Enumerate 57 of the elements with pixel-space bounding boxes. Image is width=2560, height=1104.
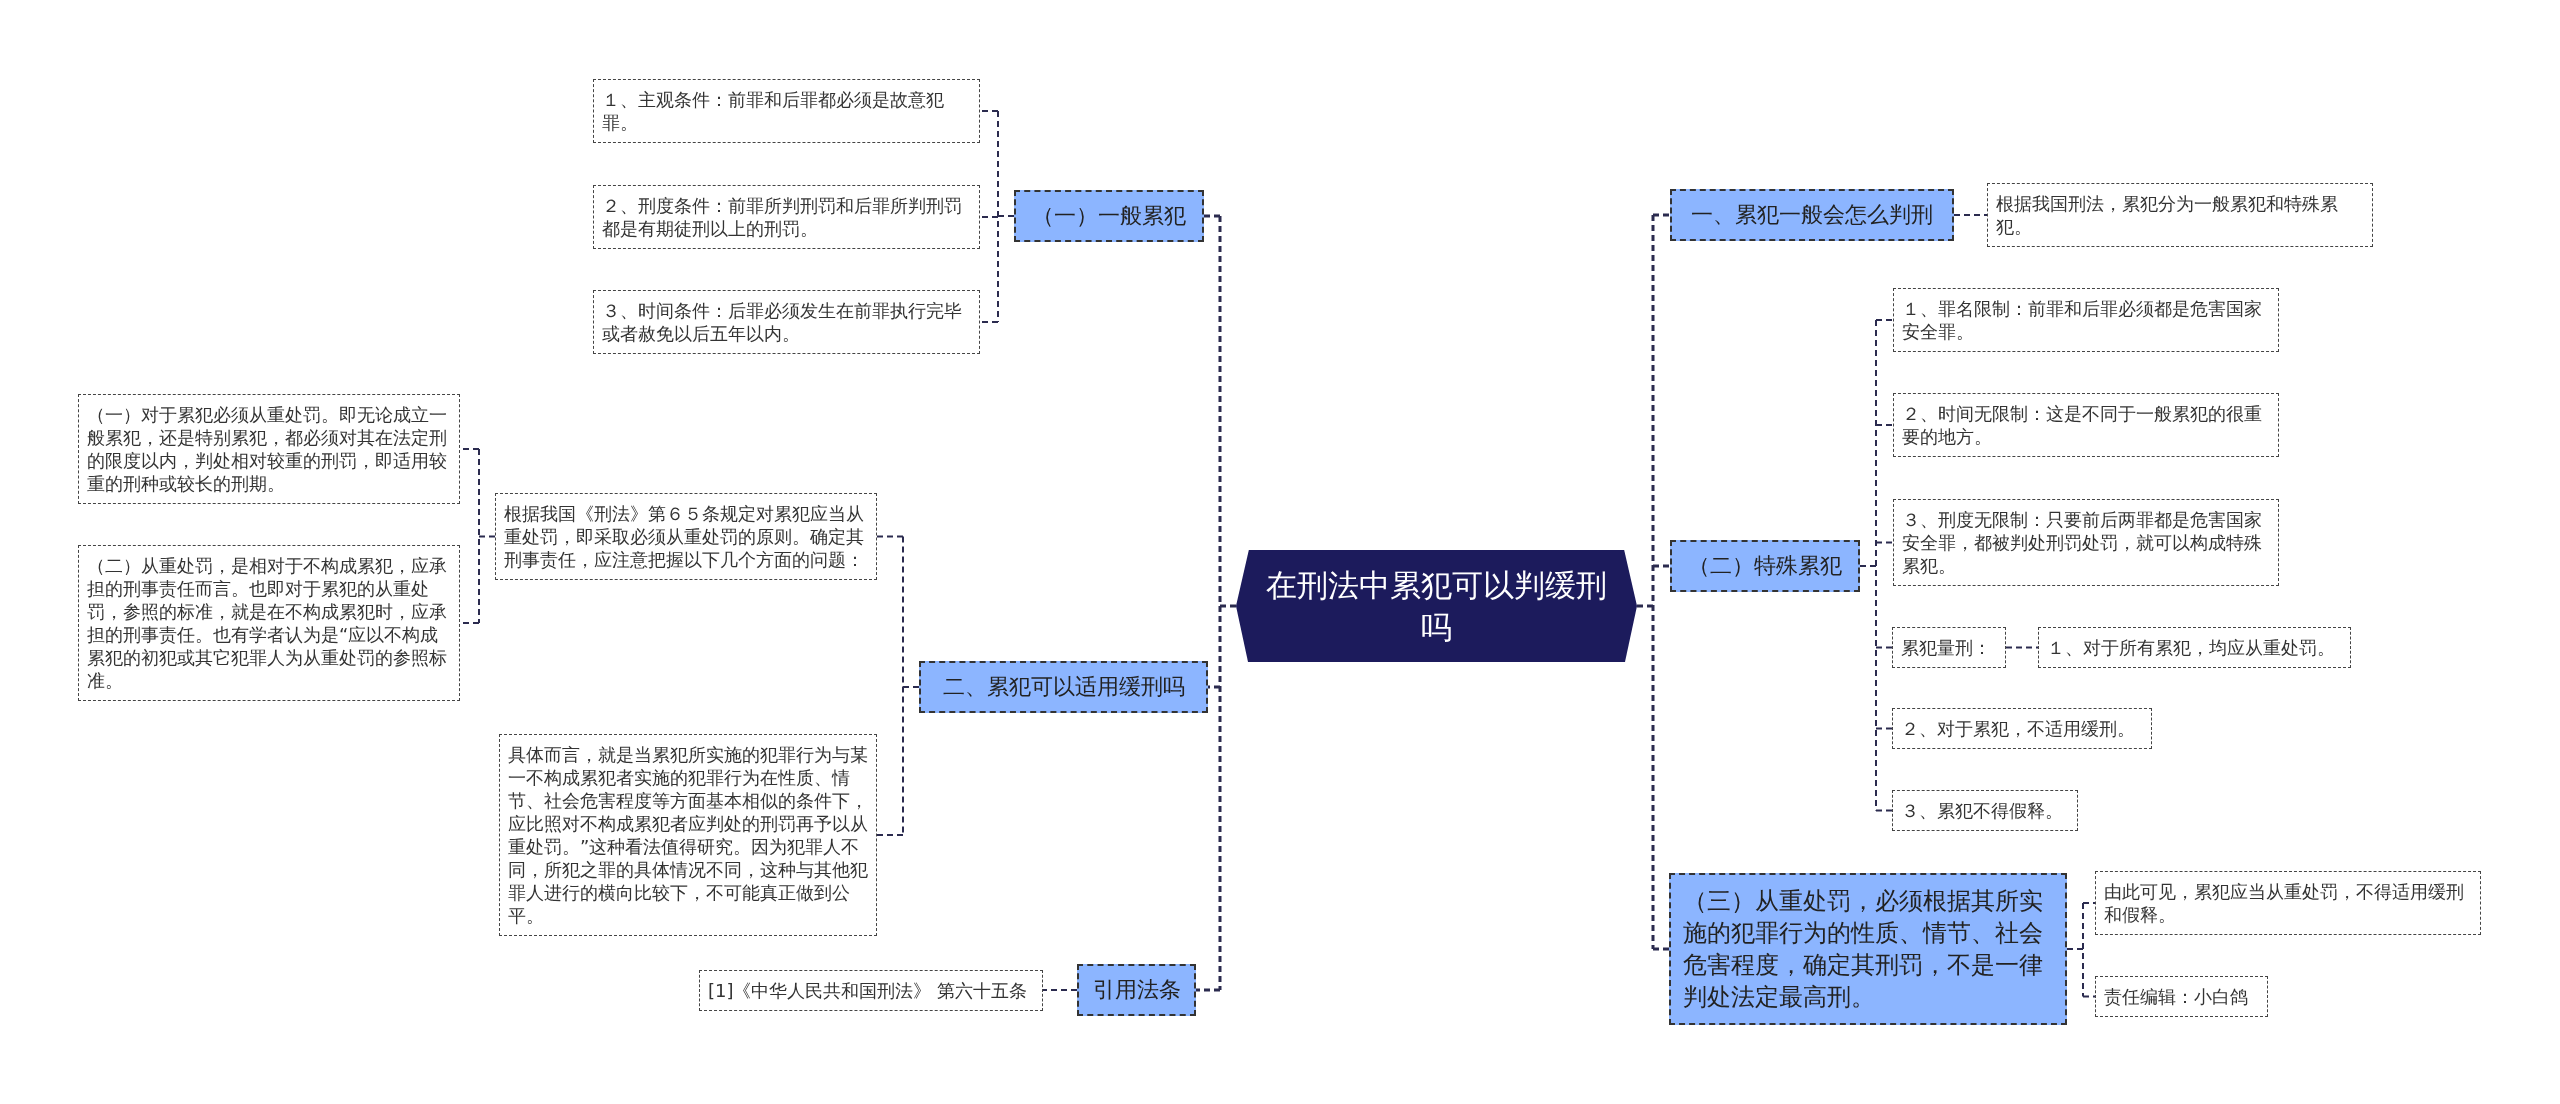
branch-topic-text: （一）一般累犯 bbox=[1032, 202, 1186, 230]
note-text: 累犯量刑： bbox=[1901, 636, 1991, 659]
connector-line bbox=[876, 535, 920, 836]
note-box bbox=[2095, 871, 2481, 935]
branch-topic bbox=[1077, 964, 1196, 1016]
note-box bbox=[593, 79, 980, 143]
branch-topic-text: （二）特殊累犯 bbox=[1688, 552, 1842, 580]
connector-line bbox=[1635, 213, 1672, 951]
note-text: １、罪名限制：前罪和后罪必须都是危害国家安全罪。 bbox=[1902, 297, 2263, 343]
branch-topic-text: 一、累犯一般会怎么判刑 bbox=[1691, 201, 1933, 229]
connector-line bbox=[2005, 646, 2039, 649]
branch-topic bbox=[1670, 189, 1954, 241]
connector-line bbox=[2066, 902, 2096, 998]
note-text: 根据我国《刑法》第６５条规定对累犯应当从重处罚，即采取必须从重处罚的原则。确定其刑事责任，应注意把握以下几个方面的问题： bbox=[504, 502, 865, 571]
note-text: １、主观条件：前罪和后罪都必须是故意犯罪。 bbox=[602, 88, 945, 134]
note-text: 由此可见，累犯应当从重处罚，不得适用缓刑和假释。 bbox=[2104, 880, 2465, 926]
note-text: 根据我国刑法，累犯分为一般累犯和特殊累犯。 bbox=[1996, 192, 2339, 238]
note-text: ３、刑度无限制：只要前后两罪都是危害国家安全罪，都被判处刑罚处罚，就可以构成特殊累犯。 bbox=[1902, 508, 2263, 577]
note-text: ２、刑度条件：前罪所判刑罚和后罪所判刑罚都是有期徒刑以上的刑罚。 bbox=[602, 194, 963, 240]
note-box bbox=[2038, 627, 2351, 668]
central-topic bbox=[1236, 550, 1637, 662]
branch-topic bbox=[919, 661, 1208, 713]
note-text: ３、时间条件：后罪必须发生在前罪执行完毕或者赦免以后五年以内。 bbox=[602, 299, 963, 345]
note-box bbox=[593, 290, 980, 354]
note-box bbox=[1892, 790, 2078, 831]
connector-line bbox=[1859, 319, 1894, 812]
note-box bbox=[1892, 627, 2006, 668]
branch-topic bbox=[1669, 873, 2067, 1025]
branch-topic bbox=[1670, 540, 1860, 592]
central-topic-text: 在刑法中累犯可以判缓刑吗 bbox=[1265, 566, 1608, 647]
branch-topic-text: 引用法条 bbox=[1092, 976, 1181, 1004]
branch-topic-text: （三）从重处罚，必须根据其所实施的犯罪行为的性质、情节、社会危害程度，确定其刑罚，不是一律判处法定最高刑。 bbox=[1683, 886, 2044, 1013]
note-text: ３、累犯不得假释。 bbox=[1901, 799, 2063, 822]
note-box bbox=[2095, 976, 2268, 1017]
note-box bbox=[593, 185, 980, 249]
note-box bbox=[1987, 183, 2373, 247]
note-box bbox=[78, 394, 460, 504]
note-box bbox=[1893, 499, 2279, 586]
note-box bbox=[78, 545, 460, 701]
note-text: 具体而言，就是当累犯所实施的犯罪行为与某一不构成累犯者实施的犯罪行为在性质、情节、社会危害程度等方面基本相似的条件下，应比照对不构成累犯者应判处的刑罚再予以从重处罚。”这种看法值得研究。因为犯罪人不同，所犯之罪的具体情况不同，这种与其他犯罪人进行的横向比较下，不可能真正做到公平。 bbox=[508, 743, 868, 927]
branch-topic-text: 二、累犯可以适用缓刑吗 bbox=[942, 673, 1185, 701]
note-text: ２、对于累犯，不适用缓刑。 bbox=[1901, 717, 2135, 740]
note-box bbox=[495, 493, 877, 580]
note-text: 责任编辑：小白鸽 bbox=[2104, 985, 2248, 1008]
note-box bbox=[1892, 708, 2152, 749]
note-text: [1]《中华人民共和国刑法》 第六十五条 bbox=[708, 979, 1028, 1002]
note-box bbox=[1893, 393, 2279, 457]
connector-line bbox=[979, 110, 1015, 323]
note-text: （二）从重处罚，是相对于不构成累犯，应承担的刑事责任而言。也即对于累犯的从重处罚，参照的标准，就是在不构成累犯时，应承担的刑事责任。也有学者认为是“应以不构成累犯的初犯或其它犯罪人为从重处罚的参照标准。 bbox=[87, 554, 448, 692]
note-text: ２、时间无限制：这是不同于一般累犯的很重要的地方。 bbox=[1902, 402, 2263, 448]
connector-line bbox=[1953, 214, 1988, 216]
branch-topic bbox=[1014, 190, 1204, 242]
note-text: （一）对于累犯必须从重处罚。即无论成立一般累犯，还是特别累犯，都必须对其在法定刑的限度以内，判处相对较重的刑罚，即适用较重的刑种或较长的刑期。 bbox=[87, 403, 448, 495]
connector-line bbox=[1042, 989, 1078, 991]
note-box bbox=[699, 970, 1043, 1011]
note-box bbox=[1893, 288, 2279, 352]
note-text: １、对于所有累犯，均应从重处罚。 bbox=[2047, 636, 2335, 659]
